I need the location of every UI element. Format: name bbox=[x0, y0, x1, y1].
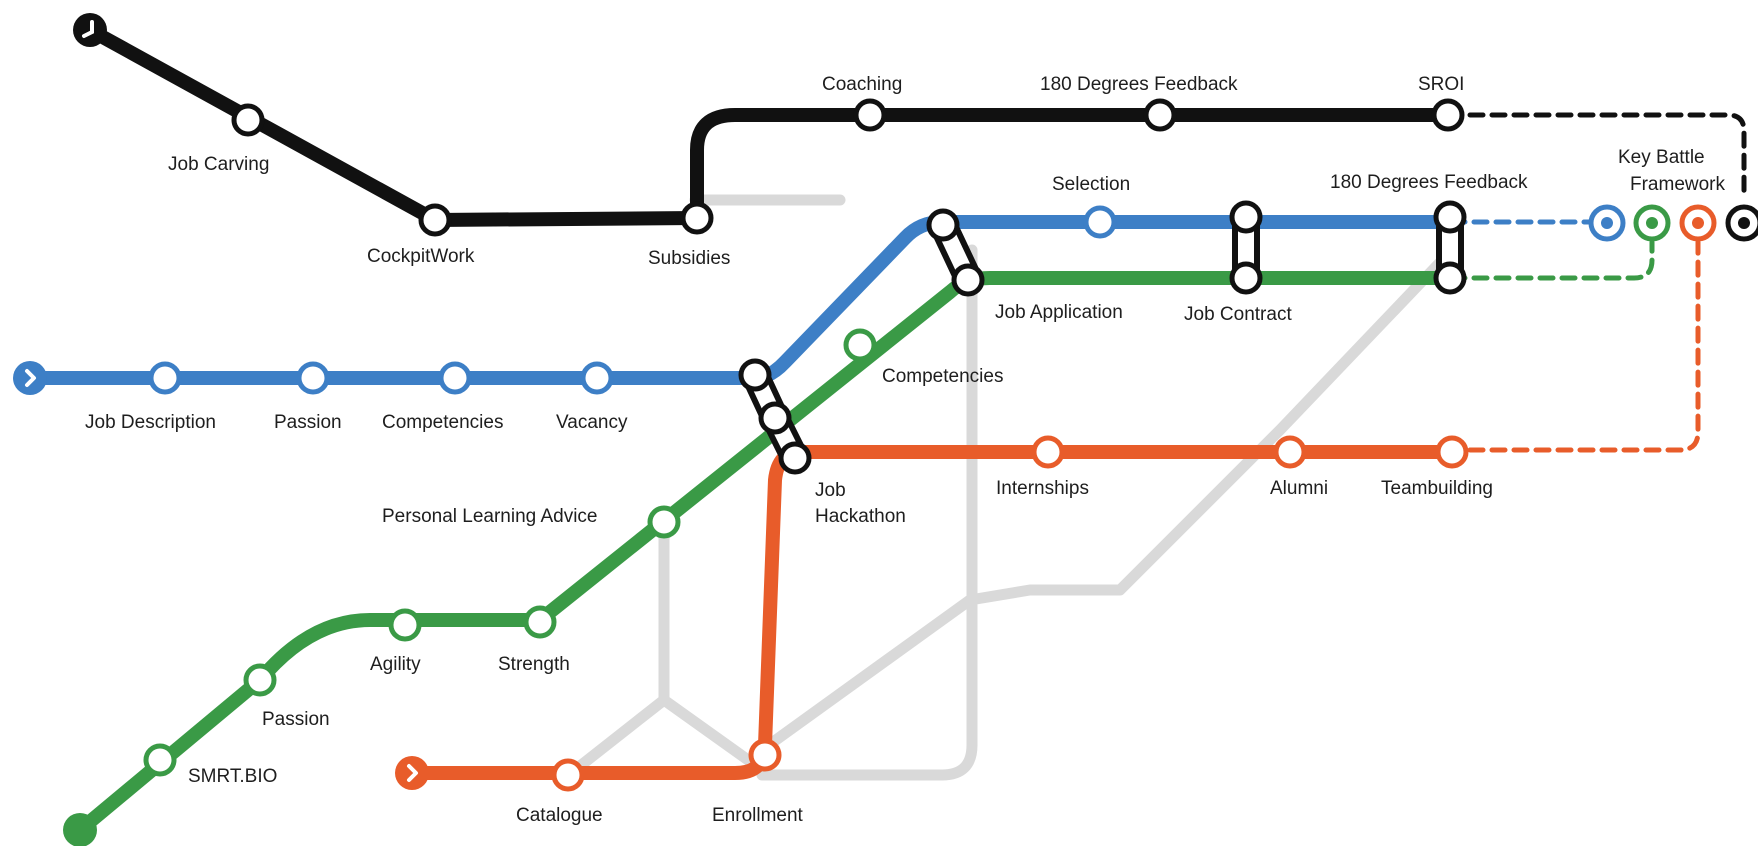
label-agility: Agility bbox=[370, 654, 421, 675]
grey-line-vertical-application bbox=[756, 244, 978, 781]
label-strength: Strength bbox=[498, 654, 570, 675]
label-job-contract: Job Contract bbox=[1184, 304, 1292, 325]
label-job-carving: Job Carving bbox=[168, 154, 269, 175]
label-enrollment: Enrollment bbox=[712, 805, 804, 826]
station-vacancy[interactable] bbox=[580, 361, 614, 395]
station-cockpitwork[interactable] bbox=[418, 203, 452, 237]
station-job-contract[interactable] bbox=[1229, 261, 1263, 295]
station-job-application[interactable] bbox=[951, 263, 985, 297]
station-passion-green[interactable] bbox=[243, 663, 277, 697]
grey-connector-lines bbox=[569, 194, 1456, 781]
station-job-carving[interactable] bbox=[231, 103, 265, 137]
green-line-stations bbox=[63, 261, 1467, 846]
station-180-feedback-blue[interactable] bbox=[1433, 200, 1467, 234]
black-terminal-arrow-icon bbox=[82, 20, 94, 38]
station-feedback-lower[interactable] bbox=[1433, 261, 1467, 295]
station-smrt-bio[interactable] bbox=[143, 743, 177, 777]
station-180-feedback-black[interactable] bbox=[1143, 98, 1177, 132]
label-smrt-bio: SMRT.BIO bbox=[188, 766, 277, 787]
label-job-application: Job Application bbox=[995, 302, 1123, 323]
dashed-connectors bbox=[1445, 112, 1747, 453]
label-passion-blue: Passion bbox=[274, 412, 342, 433]
station-job-hackathon[interactable] bbox=[778, 441, 812, 475]
blue-line-stations bbox=[13, 200, 1467, 395]
label-key-battle-line2: Framework bbox=[1630, 174, 1726, 195]
orange-terminal-arrow-icon bbox=[407, 764, 418, 782]
label-job-hackathon-line2: Hackathon bbox=[815, 506, 906, 527]
black-line-stations bbox=[73, 13, 1465, 237]
station-hackathon-top[interactable] bbox=[738, 358, 772, 392]
label-180-feedback-black: 180 Degrees Feedback bbox=[1040, 74, 1238, 95]
station-internships[interactable] bbox=[1031, 435, 1065, 469]
orange-dashed-connector bbox=[1467, 239, 1701, 453]
blue-terminal-arrow-icon bbox=[25, 369, 36, 387]
orange-line-start-terminal[interactable] bbox=[395, 756, 429, 790]
station-coaching[interactable] bbox=[853, 98, 887, 132]
station-passion-blue[interactable] bbox=[296, 361, 330, 395]
station-catalogue[interactable] bbox=[551, 758, 585, 792]
label-vacancy: Vacancy bbox=[556, 412, 628, 433]
green-line-start-terminal[interactable] bbox=[63, 813, 97, 846]
station-contract-upper[interactable] bbox=[1229, 200, 1263, 234]
green-dashed-connector bbox=[1449, 239, 1655, 281]
station-agility[interactable] bbox=[388, 608, 422, 642]
station-teambuilding[interactable] bbox=[1435, 435, 1469, 469]
station-labels: Job Carving CockpitWork Subsidies Coachi… bbox=[85, 74, 1726, 826]
station-selection[interactable] bbox=[1083, 205, 1117, 239]
label-alumni: Alumni bbox=[1270, 478, 1328, 499]
label-selection: Selection bbox=[1052, 174, 1130, 195]
station-job-description[interactable] bbox=[148, 361, 182, 395]
label-key-battle-line1: Key Battle bbox=[1618, 147, 1705, 168]
orange-line-stations bbox=[395, 358, 1469, 792]
label-job-hackathon-line1: Job bbox=[815, 480, 846, 501]
label-competencies-blue: Competencies bbox=[382, 412, 503, 433]
label-180-feedback-blue: 180 Degrees Feedback bbox=[1330, 172, 1528, 193]
label-coaching: Coaching bbox=[822, 74, 902, 95]
station-enrollment[interactable] bbox=[748, 738, 782, 772]
station-selection-interchange[interactable] bbox=[926, 208, 960, 242]
station-competencies-blue[interactable] bbox=[438, 361, 472, 395]
blue-line-start-terminal[interactable] bbox=[13, 361, 47, 395]
station-strength[interactable] bbox=[523, 605, 557, 639]
black-line bbox=[83, 23, 1455, 227]
key-battle-framework-terminals bbox=[1588, 204, 1758, 242]
grey-line-diagonal-alumni bbox=[756, 246, 1456, 756]
label-catalogue: Catalogue bbox=[516, 805, 603, 826]
label-internships: Internships bbox=[996, 478, 1089, 499]
station-sroi[interactable] bbox=[1431, 98, 1465, 132]
label-job-description: Job Description bbox=[85, 412, 216, 433]
orange-line bbox=[405, 445, 1459, 780]
label-sroi: SROI bbox=[1418, 74, 1464, 95]
label-cockpitwork: CockpitWork bbox=[367, 246, 475, 267]
label-teambuilding: Teambuilding bbox=[1381, 478, 1493, 499]
station-hackathon-mid[interactable] bbox=[758, 401, 792, 435]
station-alumni[interactable] bbox=[1273, 435, 1307, 469]
station-subsidies[interactable] bbox=[680, 201, 714, 235]
station-competencies-green[interactable] bbox=[843, 328, 877, 362]
label-passion-green: Passion bbox=[262, 709, 330, 730]
label-subsidies: Subsidies bbox=[648, 248, 730, 269]
black-dashed-connector bbox=[1445, 112, 1747, 195]
label-personal-learning-advice: Personal Learning Advice bbox=[382, 506, 597, 527]
label-competencies-green: Competencies bbox=[882, 366, 1003, 387]
station-personal-learning-advice[interactable] bbox=[647, 505, 681, 539]
grey-line-branch-enrollment bbox=[658, 694, 768, 776]
